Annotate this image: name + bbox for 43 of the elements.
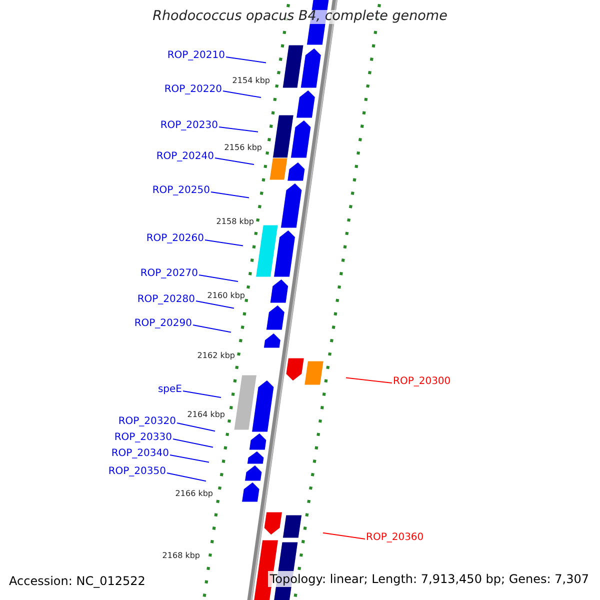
leader-line [170, 454, 210, 463]
scale-label: 2162 kbp [197, 352, 235, 360]
diagram-title: Rhodococcus opacus B4, complete genome [150, 10, 450, 24]
leader-line [322, 532, 366, 540]
leader-line [210, 192, 250, 198]
gene-label: ROP_20340 [111, 449, 169, 459]
leader-line [204, 240, 244, 246]
leader-line [346, 377, 392, 384]
gene-label: ROP_20210 [167, 51, 225, 61]
gene-label: ROP_20220 [164, 85, 222, 95]
gene-label: ROP_20230 [160, 121, 218, 131]
gene-label: ROP_20280 [137, 295, 195, 305]
leader-line [182, 390, 222, 398]
scale-label: 2158 kbp [216, 218, 254, 226]
leader-line [172, 438, 214, 448]
scale-label: 2154 kbp [232, 77, 270, 85]
gene-label: ROP_20260 [146, 234, 204, 244]
scale-label: 2156 kbp [224, 144, 262, 152]
gene-label: ROP_20240 [156, 152, 214, 162]
leader-line [196, 300, 234, 309]
genome-summary: Topology: linear; Length: 7,913,450 bp; Genes: 7,307 [268, 571, 591, 587]
leader-line [222, 90, 262, 98]
gene-label: ROP_20300 [393, 377, 451, 387]
leader-line [176, 422, 216, 432]
gene-label: ROP_20290 [134, 319, 192, 329]
leader-line [214, 158, 254, 165]
accession-text: Accession: NC_012522 [9, 575, 146, 587]
leader-line [198, 274, 238, 282]
gene-label: ROP_20350 [108, 467, 166, 477]
gene-label: ROP_20330 [114, 433, 172, 443]
scale-label: 2166 kbp [175, 490, 213, 498]
leader-line [226, 56, 266, 64]
leader-line [218, 126, 258, 132]
leader-line [192, 324, 232, 333]
gene-label: speE [158, 385, 182, 395]
gene-label: ROP_20320 [118, 417, 176, 427]
scale-label: 2164 kbp [187, 411, 225, 419]
scale-label: 2160 kbp [207, 292, 245, 300]
gene-label: ROP_20250 [152, 186, 210, 196]
scale-label: 2168 kbp [162, 552, 200, 560]
gene-label: ROP_20270 [140, 269, 198, 279]
leader-line [166, 472, 206, 482]
gene-label: ROP_20360 [366, 533, 424, 543]
